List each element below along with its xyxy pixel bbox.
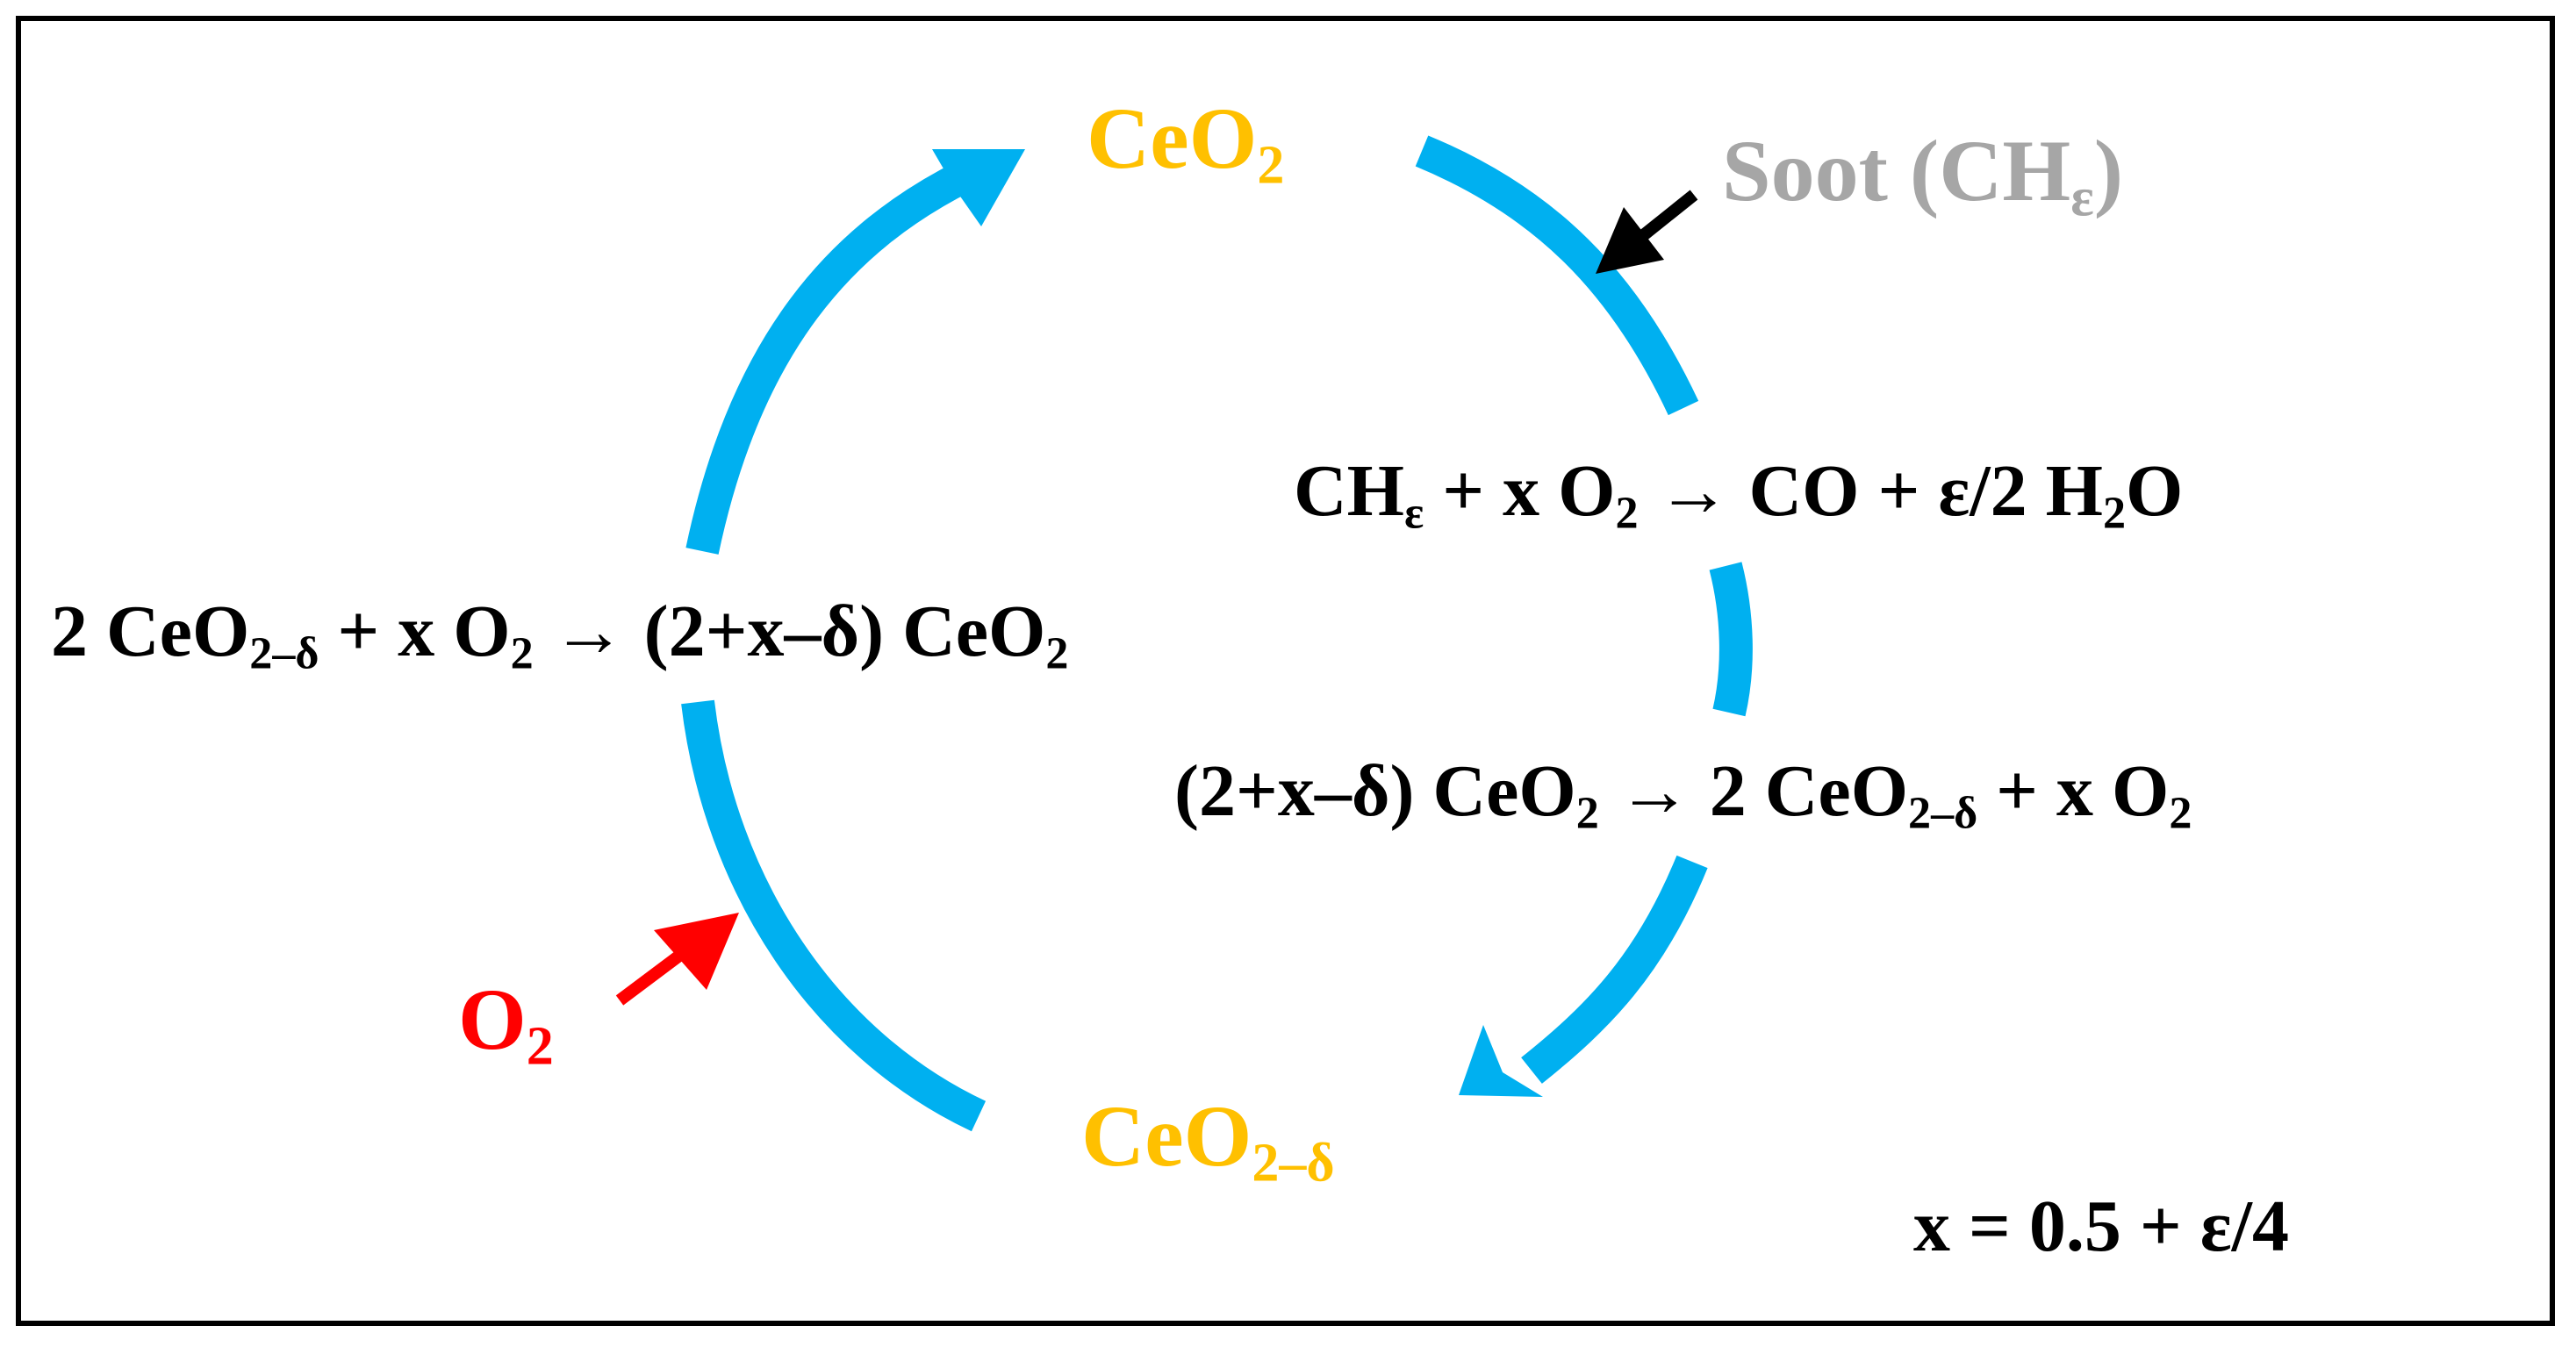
soot-input-arrow-shaft	[1637, 190, 1698, 242]
x-definition: x = 0.5 + ε/4	[1913, 1186, 2289, 1267]
o2-input-arrow-shaft	[615, 948, 687, 1006]
cycle-arc-top-right	[1415, 135, 1699, 416]
reoxidation-equation: 2 CeO2–δ + x O2 → (2+x–δ) CeO2	[51, 591, 1069, 679]
cycle-arrowhead-bottom-right	[1459, 1025, 1543, 1097]
diagram-frame	[16, 16, 2555, 1326]
ceo2-delta-bottom-label: CeO2–δ	[1081, 1087, 1335, 1193]
cycle-arc-top-left	[685, 161, 973, 555]
cycle-arc-bottom-right	[1521, 855, 1708, 1084]
soot-input-arrowhead	[1596, 207, 1664, 274]
cycle-arc-bottom-left	[681, 699, 987, 1132]
o2-input-arrowhead	[654, 913, 739, 990]
ceo2-top-label: CeO2	[1087, 90, 1285, 196]
o2-label: O2	[458, 971, 554, 1077]
ceria-reduction-equation: (2+x–δ) CeO2 → 2 CeO2–δ + x O2	[1174, 750, 2192, 839]
soot-oxidation-equation: CHε + x O2 → CO + ε/2 H2O	[1294, 450, 2184, 539]
cycle-arc-right	[1709, 562, 1753, 717]
soot-label: Soot (CHε)	[1722, 122, 2124, 228]
cycle-arrowhead-top-left	[932, 149, 1025, 226]
